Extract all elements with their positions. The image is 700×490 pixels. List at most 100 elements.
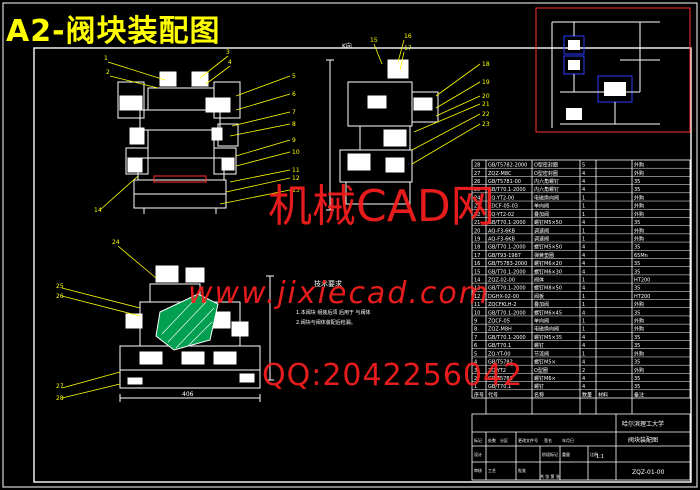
parts-cell: 4 — [582, 245, 585, 251]
parts-cell: 节流阀 — [534, 350, 549, 357]
callout-8: 8 — [292, 121, 296, 128]
parts-cell: 内六角螺钉 — [534, 178, 559, 185]
parts-cell: 1 — [582, 236, 585, 242]
parts-table-grid — [471, 159, 691, 414]
parts-cell: 阀板 — [534, 293, 544, 300]
parts-cell: 35 — [634, 360, 640, 366]
title-block-label: 工艺 — [488, 468, 496, 473]
drawing-scale: 1:1 — [596, 454, 604, 460]
title-block-label: 阶段标记 — [542, 451, 558, 457]
parts-cell: 4 — [582, 253, 585, 259]
watermark-site: 机械CAD网 — [268, 181, 495, 232]
hydraulic-schematic — [535, 7, 691, 133]
callout-26: 26 — [56, 293, 64, 300]
callout-27: 27 — [56, 383, 64, 390]
title-block-label: 更改文件号 — [518, 437, 538, 443]
parts-cell: 电磁换向阀 — [534, 326, 559, 333]
parts-cell: 叠加阀 — [534, 211, 549, 218]
title-block-label: 批准 — [518, 467, 526, 473]
parts-cell: 螺钉M6×45 — [534, 309, 562, 316]
parts-cell: 35 — [634, 384, 640, 390]
title-block-label: 比例 — [590, 451, 598, 457]
parts-cell: 20 — [474, 228, 480, 234]
parts-cell: 18 — [474, 245, 480, 251]
parts-cell: GB/T5783-2000 — [488, 261, 527, 267]
callout-6: 6 — [292, 91, 296, 98]
parts-cell: 4 — [582, 269, 585, 275]
callout-leaders-left — [99, 55, 291, 211]
parts-cell: 4 — [582, 220, 585, 226]
parts-cell: 21 — [474, 220, 480, 226]
parts-cell: 外购 — [634, 194, 644, 201]
parts-cell: 2 — [474, 376, 477, 382]
callout-17: 17 — [404, 45, 412, 52]
parts-cell: 35 — [634, 286, 640, 292]
parts-cell: ZQZ-M8C — [488, 171, 512, 177]
inner-frame — [33, 47, 692, 483]
parts-cell: 调速阀 — [534, 227, 549, 234]
page-title: A2-阀块装配图 — [6, 14, 221, 49]
parts-header: 数量 — [582, 391, 592, 398]
parts-cell: AQ-F3-6KB — [488, 236, 516, 242]
parts-cell: 内六角螺钉 — [534, 186, 559, 193]
parts-cell: 35 — [634, 335, 640, 341]
parts-cell: 10 — [474, 310, 480, 316]
parts-cell: ZQ-YT2 — [488, 368, 506, 374]
tech-req-line-1: 1.本阀块 组装后须 后用于 与阀体 — [296, 309, 371, 316]
parts-cell: 螺钉M5×50 — [534, 244, 562, 251]
parts-cell: 2 — [582, 368, 585, 374]
callout-21: 21 — [482, 101, 490, 108]
parts-cell: GB/T70.1-2000 — [488, 335, 526, 341]
callout-25: 25 — [56, 283, 64, 290]
parts-cell: 叠加阀 — [534, 301, 549, 308]
parts-cell: 外购 — [634, 318, 644, 325]
parts-cell: GB/T70.1-2000 — [488, 187, 526, 193]
hatch-lines — [161, 297, 215, 349]
parts-cell: 35 — [634, 269, 640, 275]
title-block-label: 处数 — [488, 437, 496, 443]
parts-cell: HT200 — [634, 278, 650, 284]
parts-cell: 4 — [582, 261, 585, 267]
parts-cell: 外购 — [634, 367, 644, 374]
callout-4: 4 — [228, 59, 232, 66]
parts-cell: 1 — [582, 319, 585, 325]
parts-cell: 1 — [582, 327, 585, 333]
parts-cell: 螺钉M5×50 — [534, 219, 562, 226]
tech-req-line-2: 2.阀块与阀体装配后检漏。 — [296, 319, 356, 326]
parts-cell: 螺钉M6×30 — [534, 268, 562, 275]
parts-table-rows — [472, 167, 690, 391]
parts-cell: 螺钉M6×20 — [534, 260, 562, 267]
parts-cell: 4 — [582, 187, 585, 193]
title-block-label: 标记 — [474, 437, 482, 443]
parts-cell: ZQ-YT-00 — [488, 351, 511, 357]
school-name: 哈尔滨理工大学 — [622, 420, 664, 428]
callout-leaders-bottom — [61, 245, 157, 399]
parts-cell: 4 — [582, 171, 585, 177]
parts-cell: GB/T5781-00 — [488, 179, 521, 185]
parts-cell: 螺钉M6× — [534, 375, 556, 382]
parts-cell: 1 — [582, 195, 585, 201]
parts-cell: 4 — [582, 335, 585, 341]
parts-cell: 螺钉M8×50 — [534, 285, 562, 292]
title-block-label: 签名 — [544, 437, 552, 443]
parts-cell: 15 — [474, 269, 480, 275]
parts-cell: ZQZ-02-00 — [488, 278, 515, 284]
callout-22: 22 — [482, 111, 490, 118]
parts-cell: 5 — [582, 163, 585, 169]
parts-cell: DGHX-02-00 — [488, 294, 519, 300]
parts-cell: 1 — [582, 278, 585, 284]
callout-12: 12 — [292, 175, 300, 182]
parts-cell: 螺钉 — [534, 342, 544, 349]
parts-cell: GB/T70.1-2000 — [488, 286, 526, 292]
parts-cell: 外购 — [634, 235, 644, 242]
parts-cell: 35 — [634, 245, 640, 251]
parts-cell: 35 — [634, 376, 640, 382]
parts-cell: 单向阀 — [534, 203, 549, 210]
parts-cell: 35 — [634, 220, 640, 226]
callout-20: 20 — [482, 93, 490, 100]
callout-numbers: 1234567891011121314151617181920212223242… — [56, 33, 490, 402]
parts-cell: ZDCF-05-03 — [488, 204, 518, 210]
callout-5: 5 — [292, 73, 296, 80]
parts-cell: 35 — [634, 187, 640, 193]
